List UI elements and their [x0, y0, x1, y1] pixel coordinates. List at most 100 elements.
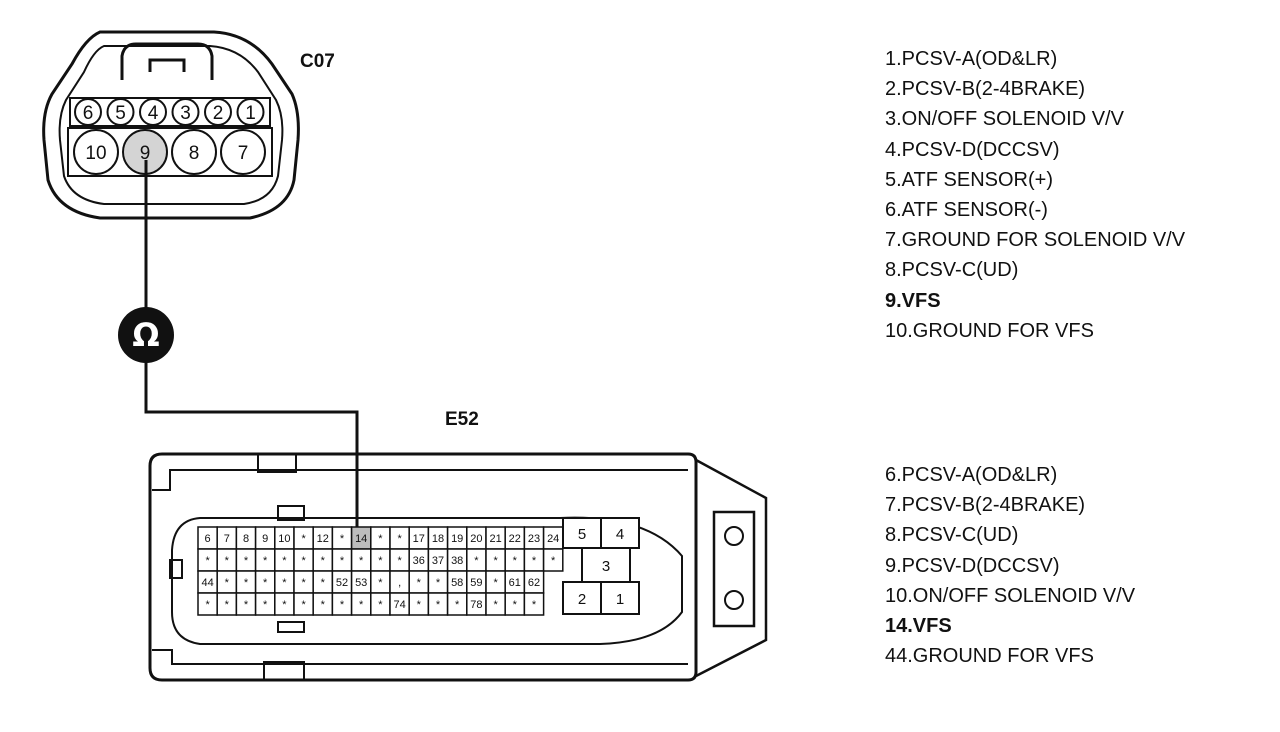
e52-big-pin-5-label: 5	[578, 526, 586, 543]
e52-cell-label: 22	[509, 533, 521, 545]
e52-cell-label: *	[417, 599, 422, 611]
e52-cell-label: *	[321, 599, 326, 611]
legend-entry: 10.GROUND FOR VFS	[885, 319, 1094, 342]
e52-cell-label: *	[244, 577, 249, 589]
e52-big-pin-4-label: 4	[616, 526, 624, 543]
e52-cell-label: *	[263, 599, 268, 611]
e52-cell-label: *	[244, 555, 249, 567]
legend-entry: 2.PCSV-B(2-4BRAKE)	[885, 78, 1086, 101]
e52-cell-label: *	[282, 577, 287, 589]
e52-cell-label: 18	[432, 533, 444, 545]
e52-tab-top	[257, 454, 297, 473]
e52-cell-label: *	[493, 555, 498, 567]
c07-pin-5-label: 5	[115, 103, 126, 124]
e52-lock-top	[277, 505, 305, 521]
e52-cell-label: 74	[393, 599, 405, 611]
legend-entry: 14.VFS	[885, 614, 952, 637]
e52-cell-label: 24	[547, 533, 559, 545]
c07-pin-7	[220, 129, 266, 175]
c07-pin-9-label: 9	[140, 143, 151, 164]
e52-cell-label: *	[301, 577, 306, 589]
ohmmeter: Ω	[118, 307, 174, 363]
e52-cell-label: 44	[201, 577, 213, 589]
e52-cell-label: *	[378, 533, 383, 545]
e52-cell-label: 58	[451, 577, 463, 589]
e52-big-pin-3	[581, 547, 631, 583]
legend-entry: 6.PCSV-A(OD&LR)	[885, 464, 1058, 486]
e52-big-pin-3-label: 3	[602, 558, 610, 575]
probe-wires	[144, 160, 359, 538]
e52-cell-label: *	[378, 555, 383, 567]
e52-cell	[523, 592, 545, 616]
e52-label: E52	[445, 409, 479, 430]
e52-cell-label: 17	[413, 533, 425, 545]
e52-cell-label: 6	[205, 533, 211, 545]
e52-cell-label: *	[205, 555, 210, 567]
e52-cell-label: *	[474, 555, 479, 567]
legend-entry: 4.PCSV-D(DCCSV)	[885, 138, 1060, 161]
e52-cell-label: 59	[470, 577, 482, 589]
e52-cell-label: *	[340, 599, 345, 611]
legend-entry: 7.GROUND FOR SOLENOID V/V	[885, 229, 1186, 252]
ohmmeter-icon	[118, 307, 174, 363]
e52-cell-label: 38	[451, 555, 463, 567]
e52-cell-label: 21	[489, 533, 501, 545]
c07-pin-10	[73, 129, 119, 175]
legend-entry: 9.VFS	[885, 289, 941, 312]
e52-cell-label: *	[532, 599, 537, 611]
e52-big-pin-1-label: 1	[616, 591, 624, 608]
e52-cell-label: *	[493, 599, 498, 611]
e52-cell-label: *	[397, 533, 402, 545]
c07-pin-7-label: 7	[238, 143, 249, 164]
e52-cell-label: *	[340, 555, 345, 567]
e52-cell-label: *	[378, 577, 383, 589]
e52-cell-label: *	[436, 599, 441, 611]
e52-cell-label: *	[263, 555, 268, 567]
e52-cell-label: *	[282, 599, 287, 611]
c07-pin-6-label: 6	[83, 103, 94, 124]
c07-pin-3-label: 3	[180, 103, 191, 124]
e52-cell-label: *	[301, 599, 306, 611]
e52-cell-label: 7	[224, 533, 230, 545]
e52-housing-outline	[148, 452, 698, 682]
e52-cell-label: *	[513, 555, 518, 567]
c07-pin-1-label: 1	[245, 103, 256, 124]
e52-cell-label: 52	[336, 577, 348, 589]
e52-cell-label: 61	[509, 577, 521, 589]
legend-entry: 44.GROUND FOR VFS	[885, 645, 1094, 668]
c07-latch	[120, 42, 214, 80]
e52-cell-label: *	[397, 555, 402, 567]
e52-cell-label: *	[301, 555, 306, 567]
c07-pin-2-label: 2	[213, 103, 224, 124]
c07-housing-inner	[58, 45, 284, 205]
e52-cell-label: 62	[528, 577, 540, 589]
e52-cell-label: *	[225, 577, 230, 589]
c07-bottom-row-frame	[67, 127, 273, 177]
e52-cell	[542, 548, 564, 572]
wire-meter-to-e52	[144, 358, 359, 538]
e52-cell-label: 78	[470, 599, 482, 611]
e52-cell-label: *	[301, 533, 306, 545]
c07-pin-8	[171, 129, 217, 175]
e52-cell-label: 53	[355, 577, 367, 589]
e52-cell-label: 12	[317, 533, 329, 545]
e52-lock-bottom	[277, 621, 305, 633]
e52-cell-label: *	[417, 577, 422, 589]
c07-pin-8-label: 8	[189, 143, 200, 164]
legend-entry: 10.ON/OFF SOLENOID V/V	[885, 584, 1136, 607]
e52-cell-label: 9	[262, 533, 268, 545]
c07-pin-legend: 1.PCSV-A(OD&LR)2.PCSV-B(2-4BRAKE)3.ON/OF…	[885, 44, 1185, 346]
e52-flange-bottom	[152, 649, 688, 665]
c07-pin-1	[236, 98, 265, 126]
e52-cell-label: *	[263, 577, 268, 589]
e52-cell-label: 23	[528, 533, 540, 545]
c07-top-row-frame	[69, 97, 271, 127]
ohm-symbol: Ω	[132, 316, 159, 354]
e52-cell-label: 36	[413, 555, 425, 567]
e52-cell-label: 8	[243, 533, 249, 545]
e52-mount-bracket	[695, 458, 768, 678]
e52-cell-label: 20	[470, 533, 482, 545]
